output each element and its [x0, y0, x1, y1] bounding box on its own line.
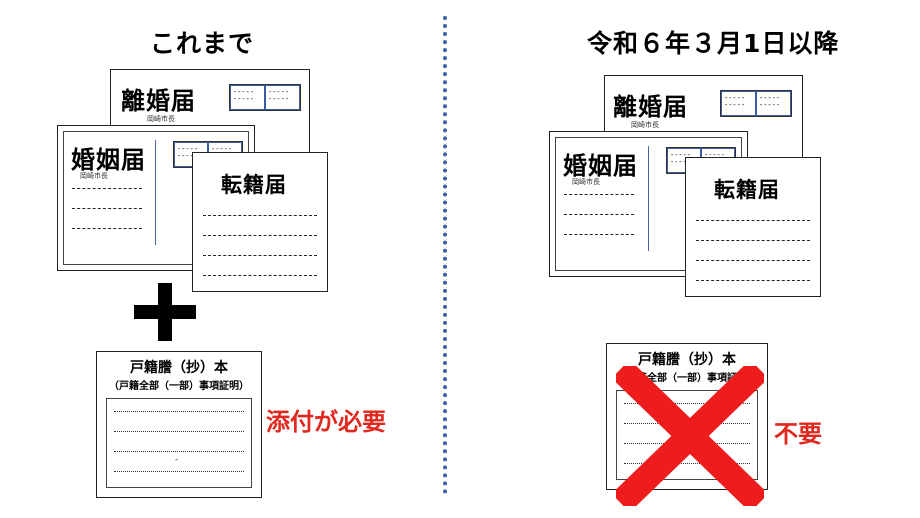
marriage-form-line	[564, 214, 634, 215]
marriage-form-title: 婚姻届	[563, 152, 638, 180]
stamp-box: ----- -----	[230, 85, 265, 110]
divorce-form-city: 岡崎市長	[147, 115, 175, 123]
certificate-line	[624, 463, 750, 464]
divorce-form-city: 岡崎市長	[631, 121, 659, 129]
divorce-form-title: 離婚届	[613, 93, 688, 121]
transfer-form-line	[696, 240, 810, 241]
plus-icon-vertical	[158, 283, 172, 341]
marriage-form-title: 婚姻届	[71, 146, 146, 174]
marriage-form-line	[564, 194, 634, 195]
transfer-form-line	[203, 235, 317, 236]
right-heading: 令和６年３月1日以降	[587, 29, 840, 58]
marriage-form-divider	[155, 140, 156, 245]
transfer-form: 転籍届	[192, 152, 328, 292]
certificate-title: 戸籍謄（抄）本	[130, 360, 228, 376]
marriage-form-city: 岡崎市長	[572, 178, 600, 186]
certificate-line	[114, 451, 244, 452]
stamp-box: ----- -----	[721, 91, 756, 116]
marriage-form-city: 岡崎市長	[80, 172, 108, 180]
certificate-line	[114, 431, 244, 432]
transfer-form-line	[696, 220, 810, 221]
left-heading: これまで	[150, 29, 255, 58]
certificate-content-box: -	[106, 398, 252, 488]
divider	[443, 16, 447, 494]
transfer-form-line	[696, 280, 810, 281]
divorce-form-title: 離婚届	[121, 87, 196, 115]
certificate-title: 戸籍謄（抄）本	[638, 352, 736, 368]
marriage-form-line	[72, 188, 142, 189]
certificate-subtitle: （戸籍全部（一部）事項証明）	[109, 381, 249, 392]
transfer-form-line	[203, 255, 317, 256]
stamp-box: ----- -----	[756, 91, 791, 116]
transfer-form-line	[696, 260, 810, 261]
transfer-form-title: 転籍届	[714, 178, 780, 202]
certificate-mark: -	[175, 455, 178, 464]
marriage-form-line	[564, 234, 634, 235]
cross-icon	[616, 366, 764, 506]
family-register-certificate: 戸籍謄（抄）本 （戸籍全部（一部）事項証明） -	[96, 351, 262, 498]
cross-stroke	[616, 366, 764, 506]
divorce-form-stamp-boxes: ----- ----- ----- -----	[720, 90, 792, 117]
transfer-form: 転籍届	[685, 157, 821, 297]
certificate-subtitle: （戸籍全部（一部）事項証明）	[617, 373, 757, 384]
marriage-form-line	[72, 228, 142, 229]
transfer-form-line	[203, 275, 317, 276]
marriage-form-line	[72, 208, 142, 209]
divorce-form-stamp-boxes: ----- ----- ----- -----	[229, 84, 301, 111]
stamp-box: ----- -----	[265, 85, 300, 110]
attachment-required-label: 添付が必要	[266, 408, 386, 436]
transfer-form-line	[203, 215, 317, 216]
transfer-form-title: 転籍届	[221, 173, 287, 197]
certificate-line	[114, 471, 244, 472]
not-required-label: 不要	[774, 420, 822, 448]
certificate-line	[114, 411, 244, 412]
marriage-form-divider	[648, 146, 649, 251]
certificate-line	[624, 403, 750, 404]
